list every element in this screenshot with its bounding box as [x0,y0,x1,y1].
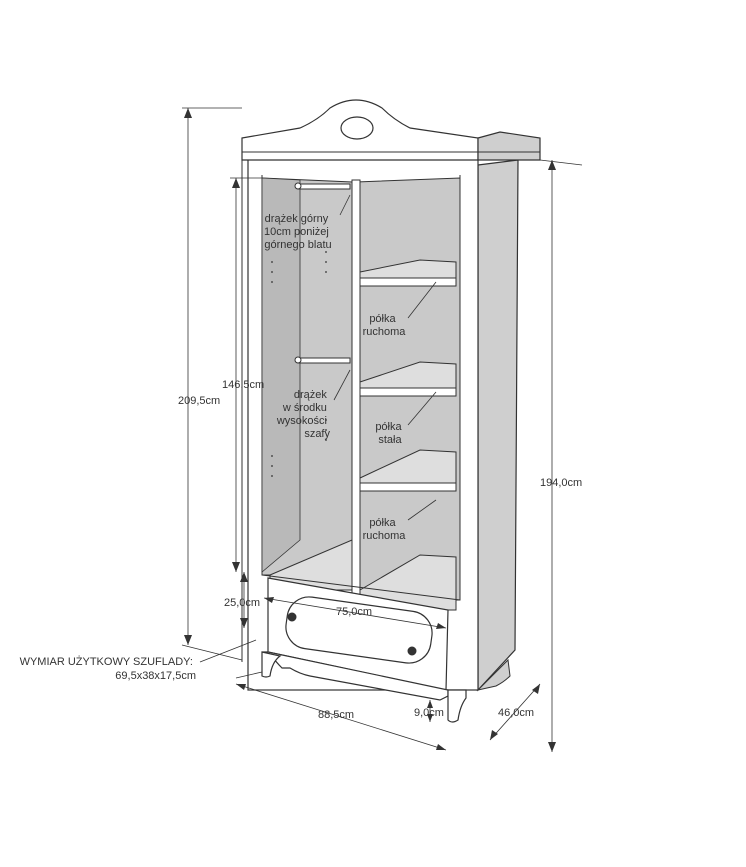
central-divider [351,179,361,599]
dim-interior-width: 75,0cm [336,606,372,618]
dim-interior-height: 146,5cm [222,379,264,391]
dimension-lines [181,107,583,752]
crown-top-plane [477,131,541,161]
dim-total-height: 209,5cm [178,395,220,407]
label-rod-middle: drążek w środku wysokości szafy [276,389,331,440]
label-shelf-movable-top: półka ruchoma [363,313,407,338]
shelf-movable-bottom [359,449,457,492]
back-right-foot [476,658,511,691]
left-foot [261,651,282,678]
drawer-panel [285,596,433,664]
label-shelf-movable-bottom: półka ruchoma [363,517,407,542]
drawer-knob-left [287,612,297,622]
shelf-fixed [359,361,457,397]
labels: drążek górny 10cm poniżej górnego blatu … [20,213,583,721]
shelf-pin-holes [271,251,327,477]
label-rod-top: drążek górny 10cm poniżej górnego blatu [264,213,332,251]
shelf-movable-top [359,259,457,287]
right-foot [447,689,467,723]
hanging-rod-top [294,182,351,190]
label-drawer-caption: WYMIAR UŻYTKOWY SZUFLADY: 69,5x38x17,5cm [20,655,196,682]
dim-body-height: 194,0cm [540,477,582,489]
hanging-rod-middle [294,356,351,364]
crown-ornament [340,116,374,140]
right-side-panel [477,159,519,692]
dim-drawer-height: 25,0cm [224,597,260,609]
drawer-knob-right [407,646,417,656]
dim-foot-height: 9,0cm [414,707,444,719]
dim-depth: 46,0cm [498,707,534,719]
label-shelf-fixed: półka stała [375,421,404,446]
dim-total-width: 88,5cm [318,709,354,721]
